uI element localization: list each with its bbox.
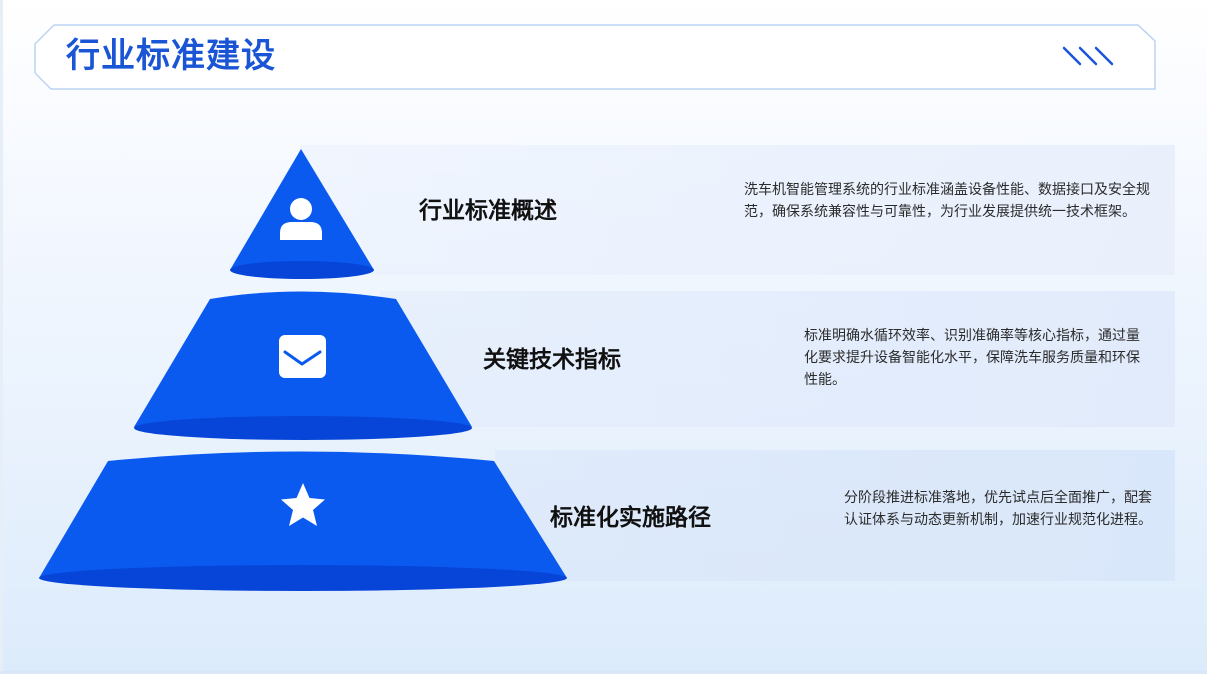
title-bar: 行业标准建设: [34, 24, 1156, 90]
tier-1-description: 洗车机智能管理系统的行业标准涵盖设备性能、数据接口及安全规范，确保系统兼容性与可…: [744, 182, 1150, 220]
envelope-icon: [279, 335, 326, 378]
pyramid-tier-3: [39, 451, 567, 591]
left-edge-divider: [0, 0, 3, 674]
tier-1-title: 行业标准概述: [419, 198, 557, 224]
tier-3-title: 标准化实施路径: [550, 505, 711, 531]
tier-2-band: [380, 291, 1175, 427]
tier-1-band: [300, 145, 1175, 275]
tier-2-title: 关键技术指标: [483, 347, 621, 373]
page-title: 行业标准建设: [66, 36, 276, 76]
tier-3-band: [495, 450, 1175, 581]
user-icon: [280, 198, 322, 240]
star-icon: [281, 483, 325, 526]
bottom-edge-divider: [0, 671, 1207, 674]
diagonal-lines-icon: [1062, 46, 1114, 66]
tier-2-description: 标准明确水循环效率、识别准确率等核心指标，通过量化要求提升设备智能化水平，保障洗…: [804, 328, 1140, 388]
tier-3-description: 分阶段推进标准落地，优先试点后全面推广，配套认证体系与动态更新机制，加速行业规范…: [844, 490, 1152, 528]
title-frame: [34, 24, 1156, 90]
